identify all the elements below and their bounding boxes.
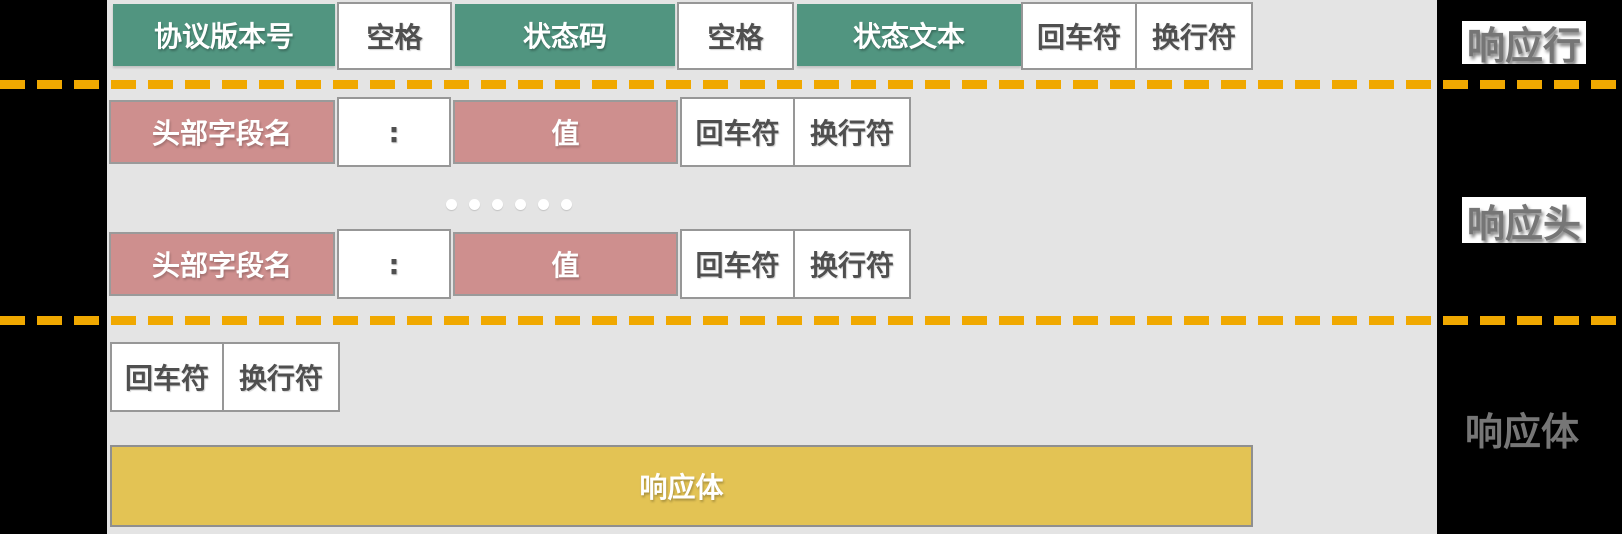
section-label-response-body: 响应体 xyxy=(1464,409,1579,454)
dot xyxy=(492,199,503,210)
response-body-box: 响应体 xyxy=(110,445,1253,527)
cell-header-value-2: 值 xyxy=(453,232,678,296)
separator-dashed-line-2 xyxy=(0,316,1622,325)
dot xyxy=(538,199,549,210)
section-label-response-line: 响应行 xyxy=(1462,21,1586,68)
cell-status-code: 状态码 xyxy=(455,4,675,66)
cell-header-value-1: 值 xyxy=(453,100,678,164)
cell-space-1: 空格 xyxy=(337,2,452,70)
cell-colon-1: : xyxy=(337,97,451,167)
cell-protocol-version: 协议版本号 xyxy=(113,4,335,66)
ellipsis-dots xyxy=(446,199,572,210)
cell-status-text: 状态文本 xyxy=(797,4,1021,66)
cell-header-cr-2: 回车符 xyxy=(680,229,795,299)
section-label-response-headers: 响应头 xyxy=(1462,197,1586,246)
dot xyxy=(515,199,526,210)
separator-dashed-line-1 xyxy=(0,80,1622,89)
cell-body-lf: 换行符 xyxy=(222,342,340,412)
cell-header-lf-1: 换行符 xyxy=(793,97,911,167)
cell-header-field-name-1: 头部字段名 xyxy=(109,100,335,164)
cell-line-cr: 回车符 xyxy=(1021,2,1137,70)
cell-header-field-name-2: 头部字段名 xyxy=(109,232,335,296)
dot xyxy=(561,199,572,210)
dot xyxy=(446,199,457,210)
cell-header-lf-2: 换行符 xyxy=(793,229,911,299)
cell-colon-2: : xyxy=(337,229,451,299)
cell-body-cr: 回车符 xyxy=(110,342,224,412)
cell-space-2: 空格 xyxy=(677,2,794,70)
cell-header-cr-1: 回车符 xyxy=(680,97,795,167)
dot xyxy=(469,199,480,210)
cell-line-lf: 换行符 xyxy=(1135,2,1253,70)
